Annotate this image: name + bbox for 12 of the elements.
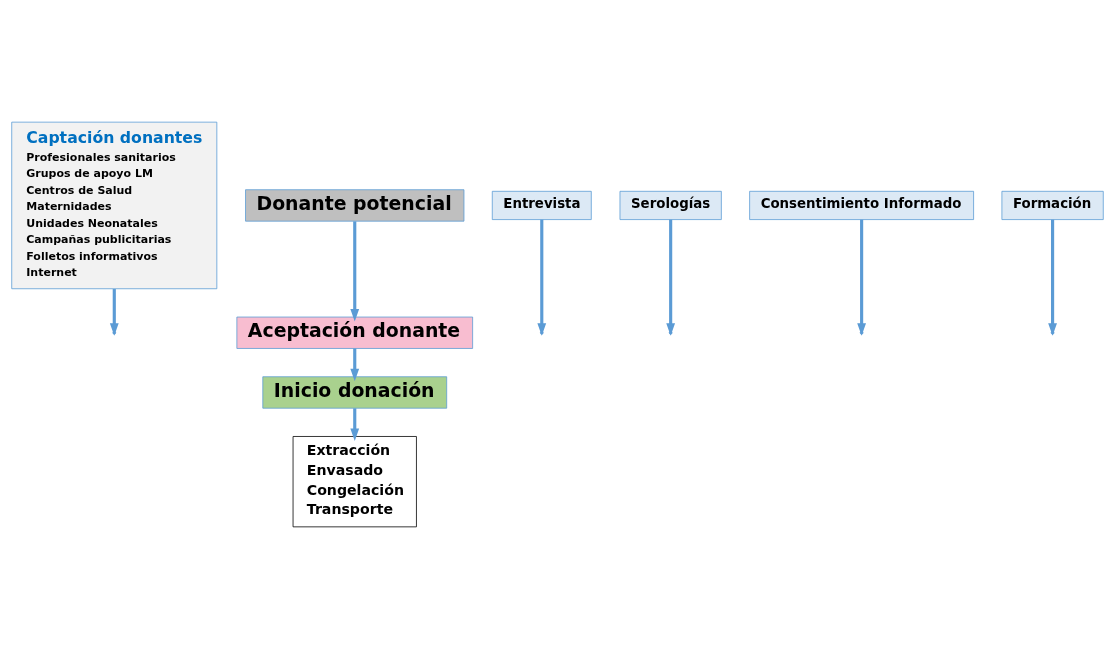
node-box: Formación (1001, 190, 1104, 220)
node-box: Donante potencial (245, 188, 465, 222)
node-box: Aceptación donante (236, 316, 474, 349)
node-box: Inicio donación (262, 375, 448, 409)
node-box: Entrevista (491, 190, 592, 220)
node-box: Serologías (619, 190, 722, 220)
node-box: Consentimiento Informado (749, 190, 974, 220)
arrow (350, 348, 360, 381)
arrow (350, 220, 360, 321)
node-box: Captación donantes Profesionales sanitarios Grupos de apoyo LM Centros de Salud Maternidades Unidades Neonatales Campañas publicitarias Folletos informativos Internet (11, 121, 218, 289)
arrow (350, 407, 360, 441)
node-box: Extracción Envasado Congelación Transporte (292, 435, 417, 527)
